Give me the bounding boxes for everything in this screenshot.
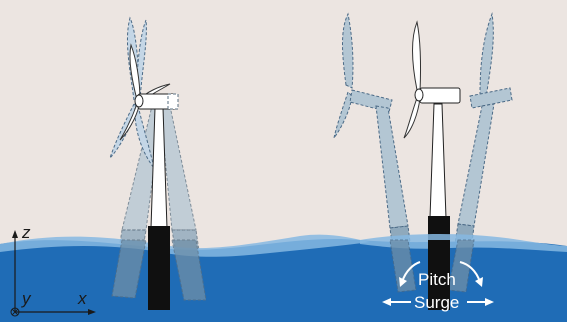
- right-hub: [414, 88, 424, 102]
- right-nacelle: [419, 87, 461, 104]
- pitch-label: Pitch: [418, 270, 456, 289]
- wave-crest-left: [0, 234, 370, 257]
- motion-indicators: Pitch Surge: [382, 261, 494, 312]
- y-axis-label: y: [21, 289, 32, 308]
- pitch-arrowhead-right: [475, 277, 483, 287]
- x-axis-label: x: [77, 289, 87, 308]
- z-axis-label: z: [21, 223, 31, 242]
- x-axis-arrow: [88, 309, 96, 315]
- surge-arrowhead-right: [485, 298, 494, 306]
- submerged-parts: [111, 239, 475, 310]
- z-axis-arrow: [12, 230, 18, 238]
- surge-label: Surge: [414, 293, 459, 312]
- y-axis-into-page-icon: [10, 307, 20, 317]
- right-main-blades: [403, 20, 422, 139]
- pitch-arrowhead-left: [399, 277, 407, 287]
- surge-arrowhead-left: [382, 298, 391, 306]
- coordinate-axes: z x y: [10, 223, 96, 317]
- left-nacelle-ghost: [167, 93, 179, 110]
- left-hub: [134, 94, 144, 108]
